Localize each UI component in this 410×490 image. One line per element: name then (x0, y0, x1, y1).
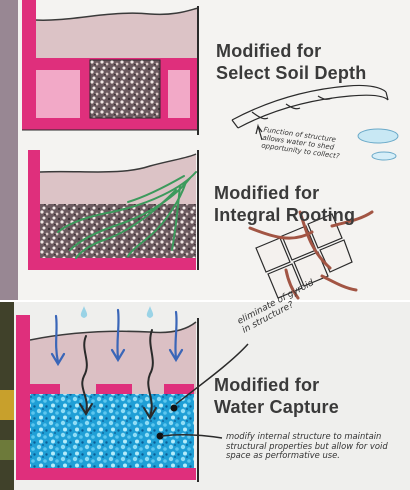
panel-title-select-soil-depth: Modified for Select Soil Depth (216, 40, 366, 84)
internal-structure-note: modify internal structure to maintain st… (226, 432, 402, 461)
annotation-dot (171, 405, 178, 412)
title-line-1: Modified for (214, 374, 339, 396)
diagram-select-soil-depth (22, 0, 198, 135)
water-puddle (358, 129, 398, 143)
title-line-2: Water Capture (214, 396, 339, 418)
title-line-2: Integral Rooting (214, 204, 355, 226)
panel-divider (0, 300, 410, 302)
title-line-1: Modified for (216, 40, 366, 62)
panel-title-integral-rooting: Modified for Integral Rooting (214, 182, 355, 226)
title-line-1: Modified for (214, 182, 355, 204)
water-puddle-small (372, 152, 396, 160)
title-line-2: Select Soil Depth (216, 62, 366, 84)
panel-title-water-capture: Modified for Water Capture (214, 374, 339, 418)
